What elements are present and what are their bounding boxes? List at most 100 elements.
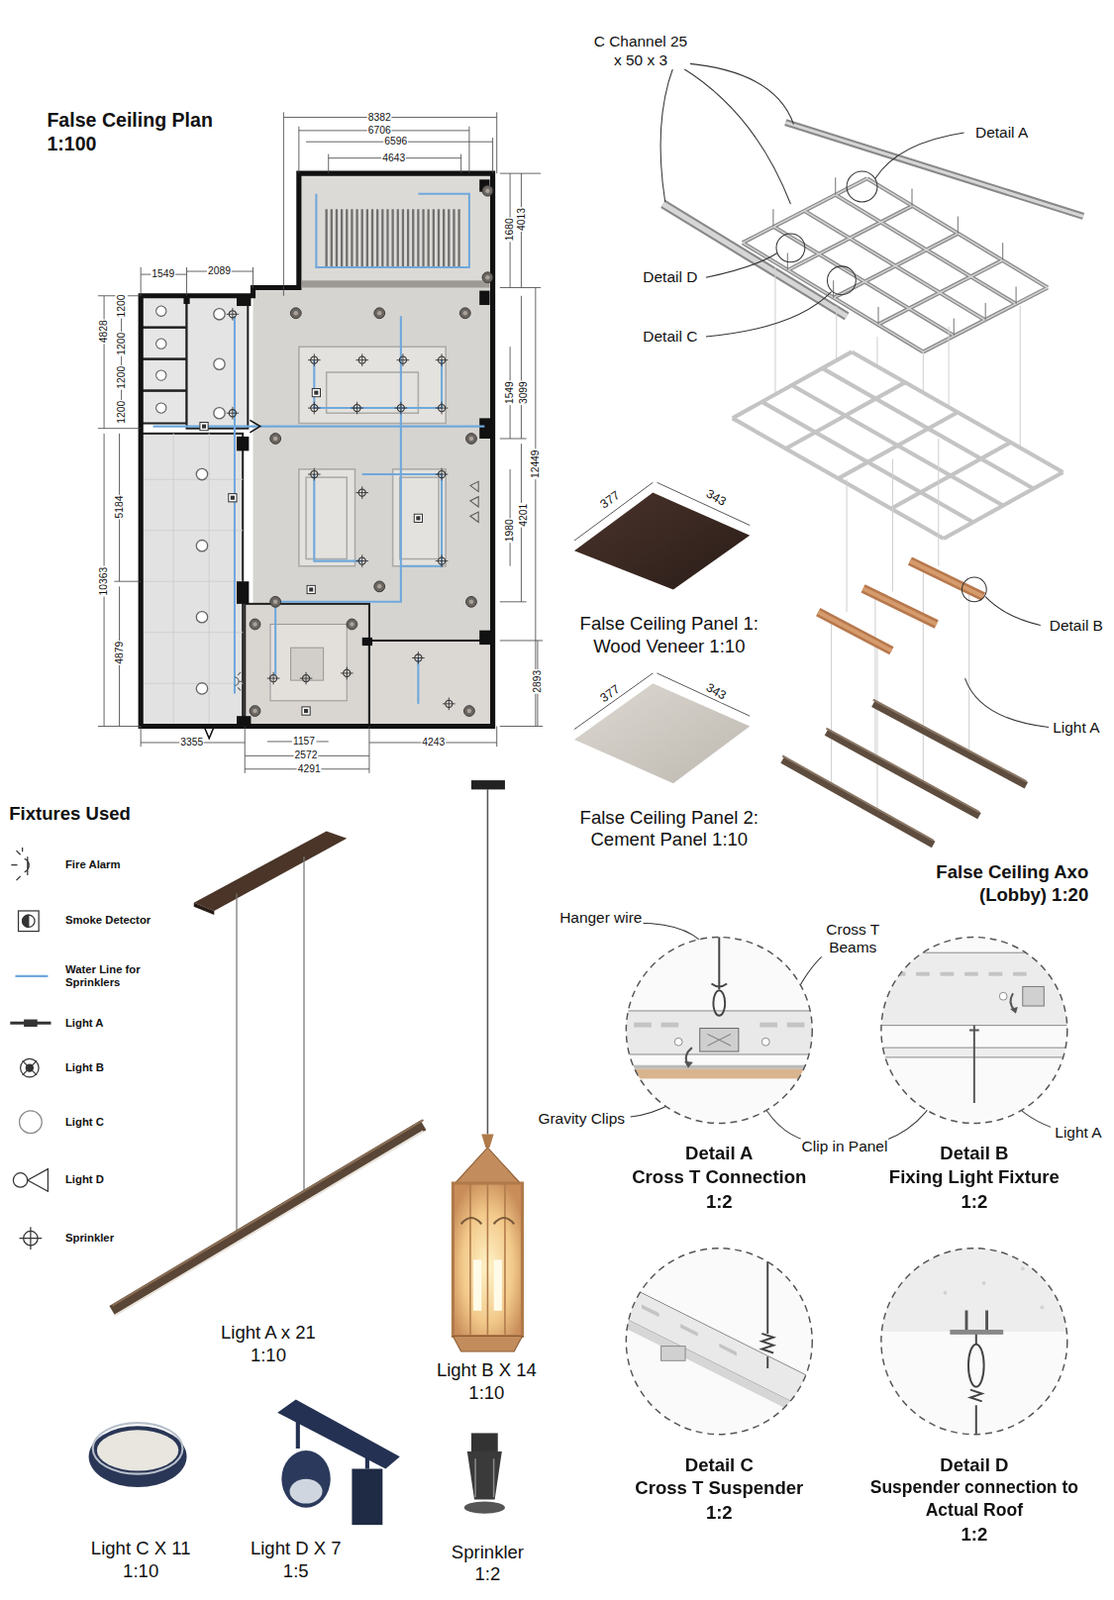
detail-illustration-part-part bbox=[710, 984, 727, 988]
floor-plan-part bbox=[249, 185, 494, 716]
fixture-drawings-part bbox=[236, 856, 304, 1236]
detail-illustration-part-part bbox=[968, 1344, 985, 1388]
ceiling-axo-part-part bbox=[732, 351, 1064, 539]
ceiling-axo-part bbox=[863, 588, 937, 624]
leader-lines-part bbox=[965, 678, 1049, 727]
floor-plan-part-part bbox=[307, 353, 321, 367]
floor-plan-part bbox=[244, 604, 370, 727]
floor-plan-part-part bbox=[466, 596, 478, 608]
detail-illustration bbox=[621, 1244, 816, 1439]
floor-plan-part-part bbox=[305, 477, 347, 559]
detail-caption: Detail ACross T Connection1:2 bbox=[607, 933, 832, 1215]
floor-plan-part-part bbox=[213, 358, 225, 370]
floor-plan-part bbox=[140, 173, 493, 726]
dimension-label: 1200 bbox=[114, 365, 127, 391]
legend-symbols-part bbox=[12, 1173, 27, 1188]
ceiling-axo-part bbox=[910, 561, 984, 598]
floor-plan-part bbox=[252, 288, 493, 727]
dimension-label: 4013 bbox=[514, 206, 527, 232]
floor-plan-part-part bbox=[479, 417, 492, 439]
dimension-lines-part bbox=[500, 173, 543, 726]
floor-plan-part-part bbox=[435, 353, 449, 367]
dimension-label: 12449 bbox=[529, 448, 542, 480]
ceiling-axo-part bbox=[782, 700, 1026, 841]
detail-illustration-part-part bbox=[877, 1244, 1072, 1439]
detail-illustration-part-part-part bbox=[989, 972, 1004, 977]
floor-plan-part-part bbox=[355, 486, 369, 500]
dimension-label: 377 bbox=[597, 487, 624, 512]
fixture-drawings-part bbox=[471, 780, 506, 790]
drawing-caption: Light A x 21 1:10 bbox=[203, 1322, 334, 1367]
floor-plan-part bbox=[270, 623, 347, 701]
detail-illustration-part-part bbox=[621, 1065, 816, 1070]
detail-illustration-part bbox=[881, 937, 1068, 1124]
legend-symbols-part bbox=[19, 1111, 43, 1134]
detail-illustration-part bbox=[625, 1248, 812, 1435]
detail-illustration-part-part bbox=[717, 933, 720, 991]
floor-plan-part-part bbox=[196, 468, 207, 480]
floor-plan-part bbox=[140, 433, 243, 727]
leader-lines-part bbox=[875, 132, 965, 179]
ceiling-axo-part-part bbox=[742, 178, 1048, 352]
floor-plan-part-part bbox=[236, 715, 251, 726]
detail-illustration-part bbox=[881, 1248, 1068, 1435]
floor-plan-part-part bbox=[249, 618, 261, 630]
detail-illustration-part bbox=[877, 933, 1072, 1128]
floor-plan-part bbox=[196, 308, 225, 695]
ceiling-axo-part-part bbox=[773, 177, 1016, 336]
floor-plan-part bbox=[153, 194, 486, 705]
floor-plan-part-part bbox=[140, 296, 187, 328]
ceiling-axo-part bbox=[742, 178, 1048, 352]
detail-illustration-part-part bbox=[970, 1390, 983, 1403]
fixture-drawings-part bbox=[111, 1119, 423, 1306]
detail-title: Detail B bbox=[862, 1142, 1088, 1167]
detail-illustration-part-part-part bbox=[661, 1022, 680, 1028]
dimension-label: 1200 bbox=[114, 400, 127, 425]
floor-plan-part-part bbox=[307, 402, 321, 415]
fixture-drawings-part bbox=[471, 1432, 499, 1452]
floor-plan-part-part bbox=[236, 436, 249, 451]
floor-plan-part bbox=[291, 647, 324, 681]
fixture-drawings-part bbox=[111, 1124, 423, 1311]
dimension-label: 1200 bbox=[114, 331, 127, 357]
detail-illustration-part-part bbox=[892, 972, 1027, 977]
callout-label: Detail A bbox=[974, 123, 1029, 143]
floor-plan-part bbox=[140, 296, 187, 424]
detail-illustration bbox=[621, 933, 816, 1128]
floor-plan-part-part bbox=[307, 468, 321, 482]
floor-plan-part-part bbox=[213, 407, 225, 419]
leader-lines-part bbox=[961, 577, 987, 603]
fixture-drawings-part bbox=[113, 1130, 423, 1316]
floor-plan-part-part bbox=[267, 672, 281, 686]
drawing-caption: False Ceiling Panel 2: Cement Panel 1:10 bbox=[563, 807, 775, 851]
detail-illustration-part-part-part bbox=[759, 1022, 778, 1028]
dimension-label: 3355 bbox=[179, 736, 204, 749]
floor-plan-part-part bbox=[236, 581, 249, 605]
ceiling-axo-part-part bbox=[732, 351, 1064, 539]
detail-illustration-part-part bbox=[641, 1305, 737, 1357]
fixture-drawings-part bbox=[194, 903, 215, 915]
legend-text: Light D bbox=[64, 1173, 105, 1188]
detail-illustration-part-part bbox=[877, 933, 1072, 1128]
floor-plan-part-part bbox=[156, 338, 167, 349]
detail-caption: Detail DSuspender connection to Actual R… bbox=[862, 1244, 1088, 1547]
floor-plan-part-part bbox=[299, 346, 446, 423]
floor-plan-part bbox=[187, 296, 249, 429]
fixture-drawings-part bbox=[470, 1183, 506, 1337]
dimension-lines-part bbox=[283, 111, 497, 296]
detail-illustration-part-part-part bbox=[718, 1343, 737, 1357]
fixture-drawings-part bbox=[464, 1501, 506, 1514]
floor-plan-part bbox=[226, 307, 456, 710]
fixture-drawings-part bbox=[281, 1450, 330, 1509]
detail-subtitle: Suspender connection to Actual Roof bbox=[862, 1477, 1088, 1523]
floor-plan-part-part bbox=[463, 706, 475, 717]
dimension-label: 1549 bbox=[504, 380, 516, 406]
fixture-drawings-part bbox=[97, 1429, 179, 1471]
dimension-label: 3099 bbox=[516, 380, 529, 406]
dimension-label: 4201 bbox=[516, 503, 529, 528]
floor-plan-part bbox=[156, 305, 167, 413]
detail-illustration-part-part-part bbox=[964, 972, 979, 977]
detail-title: Detail A bbox=[607, 1142, 832, 1167]
leader-lines-part bbox=[706, 252, 778, 278]
floor-plan-part-part bbox=[482, 185, 494, 197]
